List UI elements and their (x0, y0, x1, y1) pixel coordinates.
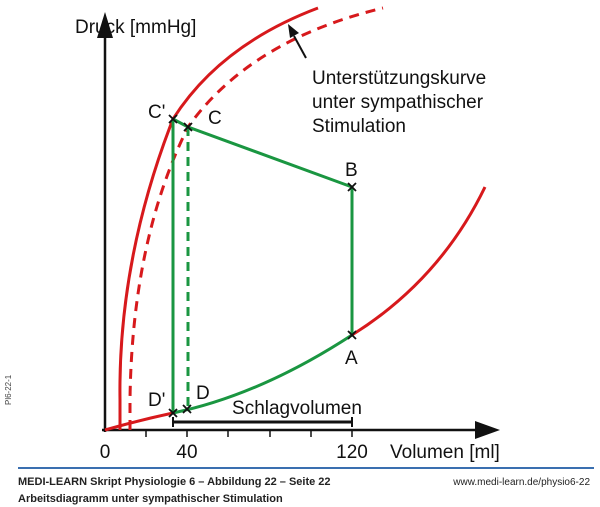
x-axis-arrow-icon (475, 421, 500, 439)
sympathetic-support-curve (118, 6, 319, 430)
x-tick-120: 120 (336, 442, 368, 463)
arrowhead-icon (288, 24, 299, 38)
footer-source: MEDI-LEARN Skript Physiologie 6 – Abbild… (18, 476, 331, 488)
side-code: Pl6-22-1 (4, 374, 13, 405)
annotation-line-1: Unterstützungskurve (312, 68, 486, 89)
point-d-prime: D' (148, 390, 165, 411)
footer-divider (18, 467, 594, 469)
annotation-arrow (293, 35, 307, 59)
passive-filling-curve (104, 186, 487, 432)
point-d: D (196, 383, 210, 404)
work-loop (171, 117, 354, 415)
point-markers (168, 114, 357, 418)
footer-caption: Arbeitsdiagramm unter sympathischer Stim… (18, 493, 283, 505)
stroke-volume-bar (172, 417, 353, 427)
point-c: C (208, 108, 222, 129)
pressure-volume-diagram: Druck [mmHg] Volumen [ml] 0 40 120 C' C … (4, 6, 500, 463)
stroke-volume-label: Schlagvolumen (232, 398, 362, 419)
y-axis-label: Druck [mmHg] (75, 17, 196, 38)
footer-url[interactable]: www.medi-learn.de/physio6-22 (453, 477, 590, 488)
axes (97, 12, 500, 439)
x-axis-label: Volumen [ml] (390, 442, 500, 463)
annotation-line-3: Stimulation (312, 116, 406, 137)
point-b: B (345, 160, 358, 181)
point-c-prime: C' (148, 102, 165, 123)
x-tick-40: 40 (176, 442, 197, 463)
y-axis-arrow-icon (97, 12, 113, 38)
x-tick-0: 0 (100, 442, 111, 463)
point-a: A (345, 348, 358, 369)
annotation-line-2: unter sympathischer (312, 92, 484, 113)
